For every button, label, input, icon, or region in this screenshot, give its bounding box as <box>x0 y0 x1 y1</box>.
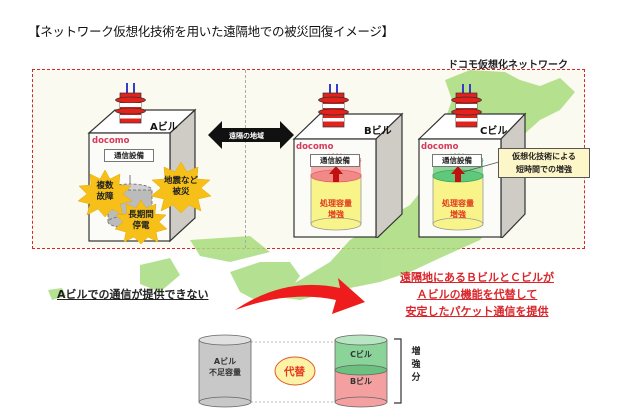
building-c-capacity-line2: 増強 <box>450 210 466 219</box>
distance-label: 遠隔の地域 <box>229 132 264 140</box>
recovery-message-line3: 安定したパケット通信を提供 <box>405 305 549 318</box>
substitute-label: 代替 <box>284 366 305 378</box>
recovery-message: 遠隔地にあるＢビルとＣビルが Ａビルの機能を代替して 安定したパケット通信を提供 <box>372 269 582 320</box>
burst-multiple-failure-icon <box>77 169 133 218</box>
virtualization-callout: 仮想化技術による 短時間での増強 <box>498 148 590 178</box>
increase-amount-label: 増 強 分 <box>410 346 422 385</box>
callout-line1: 仮想化技術による <box>512 152 576 161</box>
building-b-capacity-line2: 増強 <box>328 210 344 219</box>
building-b-label: Bビル <box>364 126 392 137</box>
double-arrow-icon <box>208 121 294 149</box>
virtual-network-label: ドコモ仮想化ネットワーク <box>448 60 568 71</box>
burst-earthquake-icon <box>150 161 212 214</box>
curved-red-arrow-icon <box>235 278 365 314</box>
building-c-equipment: 通信設備 <box>432 154 482 167</box>
building-c-capacity-line1: 処理容量 <box>442 199 474 208</box>
callout-line2: 短時間での増強 <box>516 165 572 174</box>
failure-message: Aビルでの通信が提供できない <box>57 288 209 301</box>
building-c-label: Cビル <box>480 126 508 137</box>
b-building-capacity-label: Bビル <box>349 377 373 386</box>
recovery-message-line1: 遠隔地にあるＢビルとＣビルが <box>400 271 554 284</box>
building-b-capacity-label: 処理容量 増強 <box>311 198 361 220</box>
disaster-earthquake: 地震など 被災 <box>163 176 198 197</box>
building-c-capacity-label: 処理容量 増強 <box>433 198 483 220</box>
disaster-multiple-failure: 複数 故障 <box>96 181 114 202</box>
increase-label-char-1: 増 <box>411 347 421 357</box>
increase-label-char-3: 分 <box>411 373 421 383</box>
building-a-docomo-logo: docomo <box>92 136 130 146</box>
a-building-shortfall-line2: 不足容量 <box>209 368 241 377</box>
recovery-message-line2: Ａビルの機能を代替して <box>416 288 538 301</box>
a-building-shortfall-line1: Aビル <box>213 357 237 366</box>
capacity-comparison-graphic <box>198 334 388 408</box>
page-title: 【ネットワーク仮想化技術を用いた遠隔地での被災回復イメージ】 <box>28 24 394 39</box>
increase-label-char-2: 強 <box>411 360 421 370</box>
burst-power-outage-icon <box>114 199 168 245</box>
building-b-docomo-logo: docomo <box>296 142 334 152</box>
building-b-equipment: 通信設備 <box>310 154 360 167</box>
building-b-capacity-line1: 処理容量 <box>320 199 352 208</box>
disaster-power-outage: 長期間 停電 <box>128 210 154 231</box>
building-a-equipment: 通信設備 <box>104 149 154 162</box>
building-a-label: Aビル <box>150 122 178 133</box>
brace-bracket-icon <box>394 338 402 404</box>
c-building-capacity-label: Cビル <box>350 350 372 359</box>
region-divider <box>245 70 246 248</box>
building-c-docomo-logo: docomo <box>421 142 459 152</box>
a-building-shortfall-label: Aビル 不足容量 <box>199 356 251 378</box>
